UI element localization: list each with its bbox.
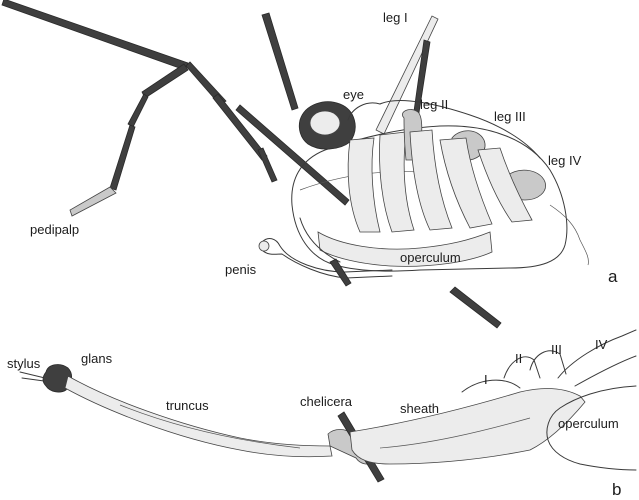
label-sheath: sheath bbox=[400, 401, 439, 416]
label-stylus: stylus bbox=[7, 356, 41, 371]
panel-letter-a: a bbox=[608, 267, 618, 286]
label-leg-i: leg I bbox=[383, 10, 408, 25]
label-leg-base-iii: III bbox=[551, 342, 562, 357]
label-leg-ii: leg II bbox=[420, 97, 448, 112]
label-operculum-a: operculum bbox=[400, 250, 461, 265]
label-leg-base-i: I bbox=[484, 372, 488, 387]
label-truncus: truncus bbox=[166, 398, 209, 413]
panel-letter-b: b bbox=[612, 480, 621, 499]
label-leg-iv: leg IV bbox=[548, 153, 582, 168]
label-leg-base-iv: IV bbox=[595, 337, 608, 352]
label-pedipalp: pedipalp bbox=[30, 222, 79, 237]
label-penis: penis bbox=[225, 262, 257, 277]
label-operculum-b: operculum bbox=[558, 416, 619, 431]
label-glans: glans bbox=[81, 351, 113, 366]
label-leg-base-ii: II bbox=[515, 351, 522, 366]
leg-bases-b-drawing bbox=[462, 330, 636, 392]
truncus-drawing bbox=[65, 376, 332, 457]
sheath-drawing bbox=[350, 389, 585, 464]
label-chelicera: chelicera bbox=[300, 394, 353, 409]
leg-fragment-drawing bbox=[450, 287, 501, 328]
label-eye: eye bbox=[343, 87, 364, 102]
label-leg-iii: leg III bbox=[494, 109, 526, 124]
pedipalp-drawing bbox=[2, 0, 226, 216]
eye-drawing bbox=[299, 102, 355, 149]
panel-a-drawing bbox=[2, 0, 588, 328]
